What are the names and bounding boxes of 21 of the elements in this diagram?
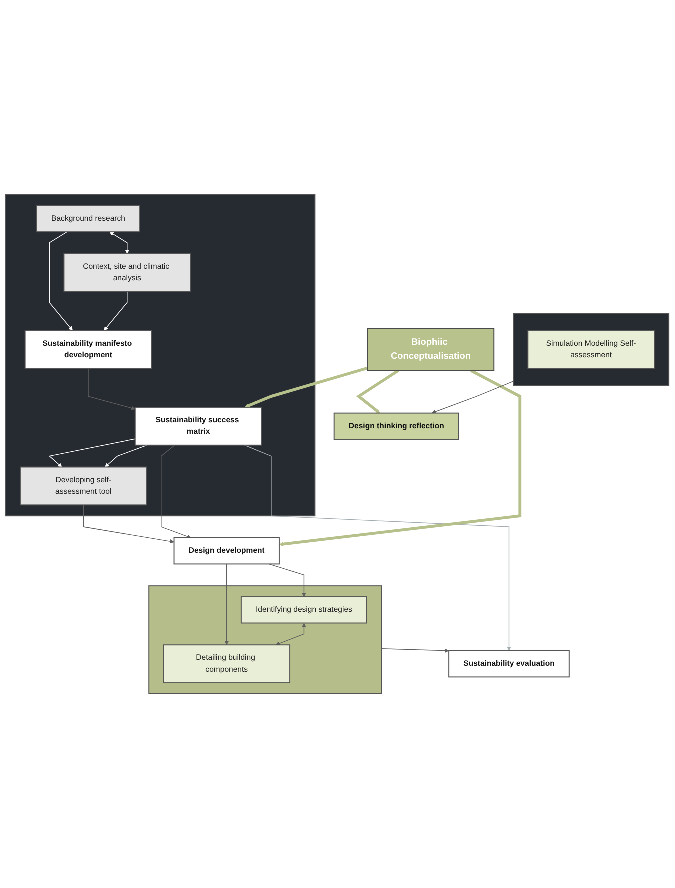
arrow bbox=[381, 648, 450, 653]
arrow bbox=[224, 563, 230, 645]
cluster bbox=[5, 194, 316, 516]
cluster bbox=[513, 312, 670, 386]
arrow bbox=[105, 444, 148, 468]
arrow bbox=[244, 444, 512, 651]
arrow bbox=[432, 380, 514, 414]
arrow bbox=[83, 504, 174, 544]
arrow bbox=[244, 366, 368, 408]
arrow bbox=[356, 369, 400, 414]
arrow bbox=[276, 622, 306, 646]
arrow bbox=[268, 563, 306, 597]
cluster bbox=[148, 585, 382, 694]
arrow bbox=[104, 291, 128, 330]
node-box: Biophiic Conceptualisation bbox=[367, 328, 495, 371]
arrow bbox=[48, 438, 136, 468]
arrow bbox=[279, 369, 522, 546]
arrow bbox=[88, 368, 136, 410]
arrow bbox=[49, 231, 73, 330]
arrow bbox=[161, 444, 192, 538]
arrow bbox=[110, 232, 130, 254]
